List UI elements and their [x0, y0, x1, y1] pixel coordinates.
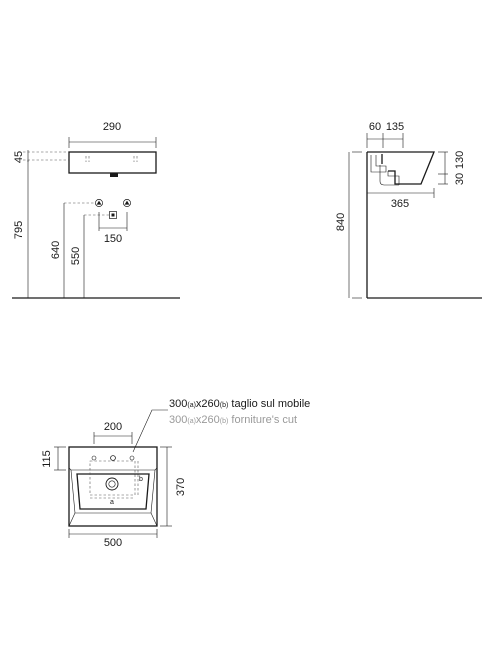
dim-rim-height: 795: [13, 221, 25, 239]
dim-rear-offset: 115: [41, 450, 53, 468]
mark-b: b: [139, 476, 143, 483]
leader-line: [132, 409, 168, 453]
bracket-profile: [370, 155, 387, 173]
dim-width: 290: [103, 121, 121, 133]
dim-supply-spacing: 150: [104, 233, 122, 245]
tap-hole-center-icon: [110, 455, 116, 461]
cutout-note-en: 300(a)x260(b) forniture's cut: [169, 414, 297, 426]
dim-total-height: 840: [335, 213, 347, 231]
drain-pipe: [387, 171, 400, 185]
dim-height-a: 30: [454, 173, 466, 185]
tap-hole-right: [133, 156, 138, 162]
supply-valve-right-icon: [123, 199, 131, 207]
drain-outlet-icon: [109, 211, 117, 219]
mark-a: a: [110, 499, 114, 506]
dim-top-depth: 370: [175, 478, 187, 496]
trap-pipe: [379, 165, 399, 186]
dim-top-thickness: 45: [13, 151, 25, 163]
dim-hole-spacing: 200: [104, 421, 122, 433]
dim-height-b: 130: [454, 151, 466, 169]
drain-trap: [110, 173, 118, 177]
dim-supply-height: 550: [70, 247, 82, 265]
tap-hole-left: [85, 156, 90, 162]
basin-top-outline: [68, 446, 158, 527]
top-view: a b 300(a)x260(b) taglio sul mobile 300(…: [41, 398, 310, 549]
dim-setback-b: 135: [386, 121, 404, 133]
dim-drain-height: 640: [50, 241, 62, 259]
dim-top-width: 500: [104, 537, 122, 549]
basin-profile: [367, 151, 435, 185]
tap-hole-left-icon: [91, 455, 97, 461]
front-view: 290 45 795 640 550 150: [12, 121, 180, 299]
furniture-cut-outline: [89, 460, 136, 496]
basin-front: [68, 151, 157, 174]
bowl-inner: [76, 473, 150, 510]
cutout-note-it: 300(a)x260(b) taglio sul mobile: [169, 398, 310, 410]
dim-depth: 365: [391, 198, 409, 210]
tap-hole-right-icon: [129, 455, 135, 461]
supply-valve-left-icon: [95, 199, 103, 207]
side-view: 60 135 365 30 130 840: [335, 121, 482, 299]
dim-setback-a: 60: [369, 121, 381, 133]
